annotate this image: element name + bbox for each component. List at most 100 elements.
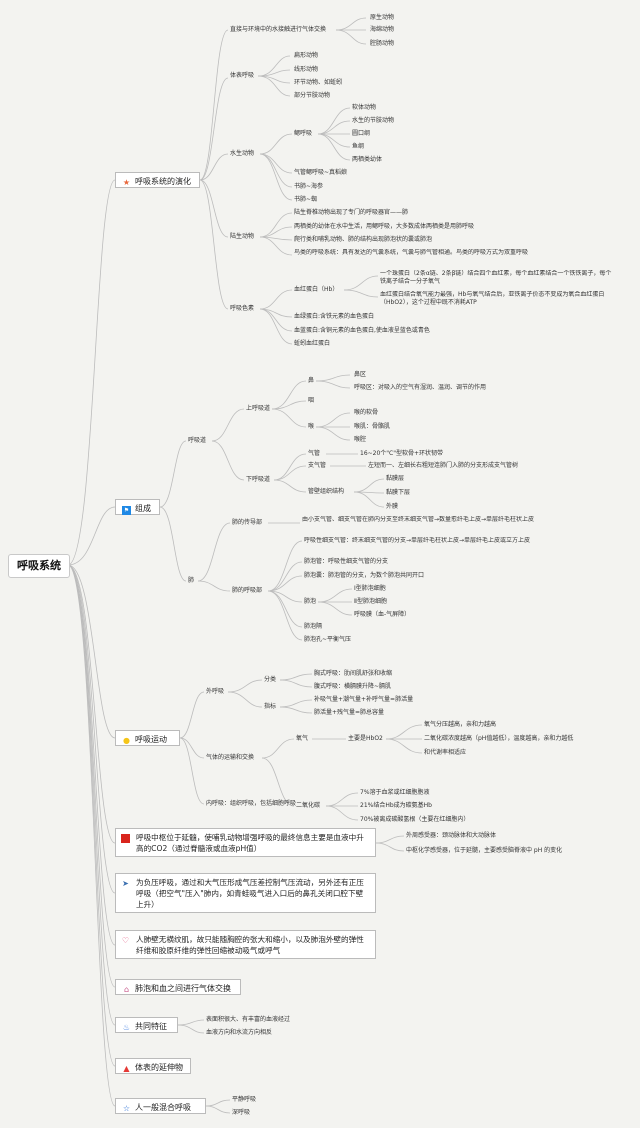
note-negative-pressure[interactable]: ➤为负压呼吸，通过和大气压形成气压差控制气压流动，另外还有正压呼吸（把空气"压入… (115, 873, 376, 913)
evo-aquatic-item[interactable]: 气管鳃呼吸~真稻娘 (294, 169, 348, 176)
mov-o2-item[interactable]: 二氧化碳浓度越高（pH值越低），温度越高，亲和力越低 (424, 735, 574, 742)
evo-body-surface[interactable]: 体表呼吸 (230, 72, 255, 79)
comp-nose-item[interactable]: 鼻区 (354, 371, 367, 378)
comp-upper-tract[interactable]: 上呼吸道 (246, 405, 271, 412)
comp-alveoli[interactable]: 肺泡 (304, 598, 317, 605)
note-side-item[interactable]: 表面积很大、有丰富的血液经过 (206, 1016, 291, 1023)
evo-terrestrial[interactable]: 陆生动物 (230, 233, 255, 240)
evo-body-item[interactable]: 扁形动物 (294, 52, 319, 59)
comp-pharynx[interactable]: 咽 (308, 397, 315, 404)
comp-conducting[interactable]: 肺的传导部 (232, 519, 263, 526)
evo-body-item[interactable]: 环节动物、如蚯蚓 (294, 79, 343, 86)
evo-direct-item[interactable]: 海绵动物 (370, 26, 395, 33)
note-respiratory-center[interactable]: 呼吸中枢位于延髓，使哺乳动物增强呼吸的最终信息主要是血液中升高的CO2（通过脊髓… (115, 828, 376, 857)
comp-trachea[interactable]: 气管 (308, 450, 321, 457)
evo-terrestrial-item[interactable]: 两栖类的幼体在水中生活，用鳃呼吸，大多数成体两栖类是用肺呼吸 (294, 223, 475, 230)
mov-co2-item[interactable]: 7%溶于血浆或红细胞胞液 (360, 789, 430, 796)
note-mixed-breathing[interactable]: ☆人一般混合呼吸 (115, 1098, 206, 1114)
mov-index-item[interactable]: 肺活量+残气量=肺总容量 (314, 709, 385, 716)
comp-wall-item[interactable]: 外膜 (386, 503, 399, 510)
note-side-item[interactable]: 血液方向和水流方向相反 (206, 1029, 273, 1036)
mov-o2-item[interactable]: 和代谢率相适应 (424, 749, 467, 756)
evo-direct-item[interactable]: 腔肠动物 (370, 40, 395, 47)
mov-classify-item[interactable]: 腹式呼吸：横膈膜升降~膈肌 (314, 683, 392, 690)
comp-larynx-item[interactable]: 喉的软骨 (354, 409, 379, 416)
branch-movement[interactable]: ●呼吸运动 (115, 730, 180, 746)
paper-plane-icon: ➤ (122, 879, 129, 888)
note-common-features[interactable]: ♨共同特征 (115, 1017, 178, 1033)
mov-classify[interactable]: 分类 (264, 676, 277, 683)
evo-body-item[interactable]: 线形动物 (294, 66, 319, 73)
note-side-item[interactable]: 深呼吸 (232, 1109, 251, 1116)
comp-trachea-text[interactable]: 16~20个"C"型软骨+环状韧带 (360, 450, 444, 457)
evo-gills-item[interactable]: 鱼纲 (352, 143, 365, 150)
evo-gills-item[interactable]: 水生的节肢动物 (352, 117, 395, 124)
comp-wall[interactable]: 管壁组织结构 (308, 488, 345, 495)
mov-o2-item[interactable]: 氧气分压越高，亲和力越高 (424, 721, 497, 728)
comp-larynx[interactable]: 喉 (308, 423, 315, 430)
note-passive-breathing[interactable]: ♡人肺壁无横纹肌，故只能随胸腔的张大和缩小，以及肺泡外壁的弹性纤维和胶原纤维的弹… (115, 930, 376, 959)
note-side-item[interactable]: 外周感受器：颈动脉体和大动脉体 (406, 832, 497, 839)
comp-wall-item[interactable]: 黏膜层 (386, 475, 405, 482)
mov-external[interactable]: 外呼吸 (206, 688, 225, 695)
evo-pigment-item[interactable]: 蚯蚓血红蛋白 (294, 340, 331, 347)
comp-lung[interactable]: 肺 (188, 577, 195, 584)
comp-nose-item[interactable]: 呼吸区：对吸入的空气有湿润、温润、调节的作用 (354, 384, 487, 391)
note-side-item[interactable]: 中枢化学感受器，位于延髓，主要感受脑脊液中 pH 的变化 (406, 847, 563, 854)
note-side-item[interactable]: 平静呼吸 (232, 1096, 257, 1103)
evo-terrestrial-item[interactable]: 鸟类的呼吸系统：具有发达的气囊系统，气囊与肺气管相通。鸟类的呼吸方式为双重呼吸 (294, 249, 529, 256)
evo-hemoglobin[interactable]: 血红蛋白（Hb） (294, 286, 339, 293)
evo-book-lung[interactable]: 书肺~蜘 (294, 196, 318, 203)
mov-o2[interactable]: 氧气 (296, 735, 309, 742)
comp-lower-tract[interactable]: 下呼吸道 (246, 476, 271, 483)
comp-tract[interactable]: 呼吸道 (188, 437, 207, 444)
evo-aquatic-item[interactable]: 书肺~海参 (294, 183, 324, 190)
evo-hb-item[interactable]: 血红蛋白结合氧气能力最强，Hb与氧气结合后，亚铁离子价态不变成为氧合血红蛋白（H… (380, 291, 605, 306)
evo-direct-item[interactable]: 原生动物 (370, 14, 395, 21)
mov-classify-item[interactable]: 胸式呼吸：肋间肌舒张和收缩 (314, 670, 393, 677)
comp-bronchi-text[interactable]: 左短而一、左细长右粗短连肺门入肺的分支形成支气管树 (368, 462, 519, 469)
evo-gills[interactable]: 鳃呼吸 (294, 130, 313, 137)
comp-resp-item[interactable]: 肺泡孔~平衡气压 (304, 636, 352, 643)
evo-aquatic[interactable]: 水生动物 (230, 150, 255, 157)
note-body-extension[interactable]: ▲体表的延伸物 (115, 1058, 191, 1074)
mov-co2-item[interactable]: 70%被离成碳酸氢根（主要在红细胞内） (360, 816, 470, 823)
evo-direct[interactable]: 直接与环境中的水接触进行气体交换 (230, 26, 327, 33)
comp-resp-item[interactable]: 肺泡隔 (304, 623, 323, 630)
evo-terrestrial-item[interactable]: 陆生脊椎动物出现了专门的呼吸器官——肺 (294, 209, 409, 216)
evo-gills-item[interactable]: 圆口纲 (352, 130, 371, 137)
comp-respiratory[interactable]: 肺的呼吸部 (232, 587, 263, 594)
comp-alveoli-item[interactable]: 呼吸膜（血-气屏障） (354, 611, 411, 618)
mov-co2-item[interactable]: 21%结合Hb成为碳氨基Hb (360, 802, 432, 809)
comp-bronchi[interactable]: 支气管 (308, 462, 327, 469)
evo-hb-item[interactable]: 一个珠蛋白（2条α链、2条β链）结合四个血红素，每个血红素结合一个铁铁离子，每个… (380, 270, 612, 285)
comp-resp-item[interactable]: 肺泡管：呼吸性细支气管的分支 (304, 558, 389, 565)
comp-larynx-item[interactable]: 喉肌：骨骼肌 (354, 423, 391, 430)
comp-resp-item[interactable]: 呼吸性细支气管：终末细支气管的分支→单层纤毛柱状上皮→单层纤毛上皮或立方上皮 (304, 537, 531, 544)
note-gas-exchange[interactable]: ⌂肺泡和血之间进行气体交换 (115, 979, 241, 995)
evo-pigment-item[interactable]: 血绿蛋白:含铁元素的血色蛋白 (294, 313, 375, 320)
branch-evolution[interactable]: ★呼吸系统的演化 (115, 172, 200, 188)
comp-nose[interactable]: 鼻 (308, 377, 315, 384)
comp-conducting-text[interactable]: 由小支气管、细支气管在肺内分支至终末细支气管→数量愈纤毛上皮→单层纤毛柱状上皮 (302, 516, 535, 523)
evo-terrestrial-item[interactable]: 爬行类和哺乳动物、肺的结构出现肺泡状的囊或肺泡 (294, 236, 433, 243)
evo-pigment[interactable]: 呼吸色素 (230, 305, 255, 312)
evo-pigment-item[interactable]: 血蓝蛋白:含铜元素的血色蛋白,使血液呈蓝色或青色 (294, 327, 430, 334)
mov-index[interactable]: 指标 (264, 703, 277, 710)
comp-alveoli-item[interactable]: Ⅱ型肺泡细胞 (354, 598, 387, 605)
mov-internal[interactable]: 内呼吸：组织呼吸，包括细胞呼吸 (206, 800, 297, 807)
comp-larynx-item[interactable]: 喉腔 (354, 436, 367, 443)
root-node[interactable]: 呼吸系统 (8, 554, 70, 578)
mov-o2-main[interactable]: 主要是HbO2 (348, 735, 383, 742)
comp-wall-item[interactable]: 黏膜下层 (386, 489, 411, 496)
branch-composition[interactable]: ⚑组成 (115, 499, 160, 515)
evo-body-item[interactable]: 部分节肢动物 (294, 92, 331, 99)
evo-gills-item[interactable]: 两栖类幼体 (352, 156, 383, 163)
comp-resp-item[interactable]: 肺泡囊：肺泡管的分支，为数个肺泡共同开口 (304, 572, 425, 579)
comp-alveoli-item[interactable]: Ⅰ型肺泡细胞 (354, 585, 386, 592)
mov-index-item[interactable]: 补吸气量+潮气量+补呼气量=肺活量 (314, 696, 414, 703)
mov-gas[interactable]: 气体的运输和交换 (206, 754, 255, 761)
evo-gills-item[interactable]: 软体动物 (352, 104, 377, 111)
mov-co2[interactable]: 二氧化碳 (296, 802, 321, 809)
